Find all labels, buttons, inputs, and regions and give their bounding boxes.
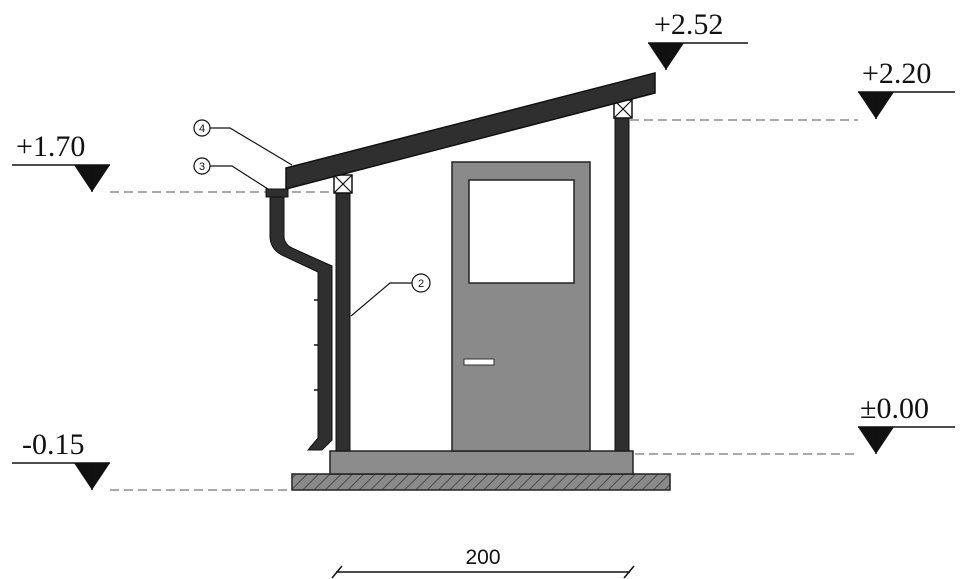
level-marker-right-top: +2.20 <box>858 57 955 119</box>
beam-box-left <box>333 174 353 194</box>
level-marker-ground: -0.15 <box>12 428 110 490</box>
level-label-ridge: +2.52 <box>654 8 723 41</box>
door-window <box>468 179 575 284</box>
dimension-width-label: 200 <box>465 546 500 569</box>
level-marker-left-top: +1.70 <box>12 130 110 192</box>
floor-slab <box>329 450 634 475</box>
callout-4-label: 4 <box>199 123 205 135</box>
level-label-right-top: +2.20 <box>862 57 931 90</box>
callout-4: 4 <box>193 119 293 166</box>
roof <box>285 72 656 190</box>
post-right <box>614 117 630 452</box>
level-label-left-top: +1.70 <box>16 130 85 163</box>
callout-3: 3 <box>193 157 269 190</box>
callout-3-label: 3 <box>199 161 205 173</box>
callout-2-label: 2 <box>418 278 424 290</box>
level-label-floor: ±0.00 <box>860 392 929 425</box>
ground-strip <box>291 473 671 491</box>
callout-2: 2 <box>350 273 431 317</box>
door <box>451 161 591 452</box>
level-marker-floor: ±0.00 <box>858 392 955 454</box>
level-label-ground: -0.15 <box>22 428 85 461</box>
gutter-downpipe <box>265 188 333 451</box>
level-marker-ridge: +2.52 <box>648 8 748 70</box>
door-handle <box>463 358 495 366</box>
post-left <box>335 192 351 452</box>
dimension-width: 200 <box>331 546 635 579</box>
